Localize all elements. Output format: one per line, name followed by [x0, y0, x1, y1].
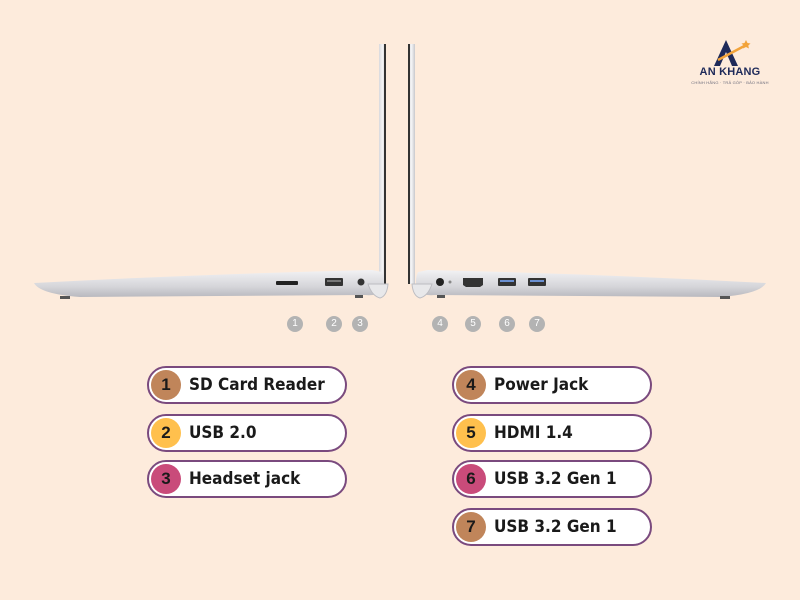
- legend-item-usb-3-2-gen-1-b: 7 USB 3.2 Gen 1: [452, 508, 652, 546]
- legend-item-hdmi-1-4: 5 HDMI 1.4: [452, 414, 652, 452]
- port-marker-5: 5: [465, 316, 481, 332]
- hdmi-port: [463, 278, 483, 287]
- legend-item-headset-jack: 3 Headset jack: [147, 460, 347, 498]
- port-marker-3: 3: [352, 316, 368, 332]
- port-marker-2: 2: [326, 316, 342, 332]
- legend-label: USB 2.0: [189, 423, 257, 443]
- legend-label: SD Card Reader: [189, 375, 325, 395]
- an-khang-logo-icon: [714, 40, 751, 66]
- legend-item-usb-2-0: 2 USB 2.0: [147, 414, 347, 452]
- left-laptop-hinge: [367, 283, 389, 299]
- right-laptop-hinge: [411, 283, 433, 299]
- legend-item-usb-3-2-gen-1-a: 6 USB 3.2 Gen 1: [452, 460, 652, 498]
- legend-number-badge: 4: [456, 370, 486, 400]
- left-laptop-lid: [379, 44, 386, 284]
- right-side-laptop: [408, 44, 766, 299]
- legend-number-badge: 6: [456, 464, 486, 494]
- legend-number-badge: 2: [151, 418, 181, 448]
- legend-item-sd-card-reader: 1 SD Card Reader: [147, 366, 347, 404]
- legend-number-badge: 3: [151, 464, 181, 494]
- legend-number-badge: 5: [456, 418, 486, 448]
- port-marker-1: 1: [287, 316, 303, 332]
- headset-jack: [357, 278, 365, 286]
- legend-label: USB 3.2 Gen 1: [494, 517, 617, 537]
- port-marker-6: 6: [499, 316, 515, 332]
- legend-label: USB 3.2 Gen 1: [494, 469, 617, 489]
- left-side-laptop: [34, 44, 389, 299]
- brand-tagline: CHÍNH HÃNG · TRẢ GÓP · BẢO HÀNH: [691, 80, 769, 85]
- right-laptop-lid: [408, 44, 415, 284]
- brand-name: AN KHANG: [699, 66, 761, 78]
- left-laptop-base: [34, 270, 384, 297]
- right-laptop-base: [416, 270, 766, 297]
- legend-item-power-jack: 4 Power Jack: [452, 366, 652, 404]
- port-marker-4: 4: [432, 316, 448, 332]
- power-jack: [436, 278, 444, 286]
- laptop-side-views: [34, 44, 766, 299]
- port-marker-7: 7: [529, 316, 545, 332]
- legend-label: Headset jack: [189, 469, 301, 489]
- sd-card-slot: [276, 281, 298, 285]
- legend-number-badge: 1: [151, 370, 181, 400]
- legend-label: HDMI 1.4: [494, 423, 573, 443]
- legend-label: Power Jack: [494, 375, 589, 395]
- legend-number-badge: 7: [456, 512, 486, 542]
